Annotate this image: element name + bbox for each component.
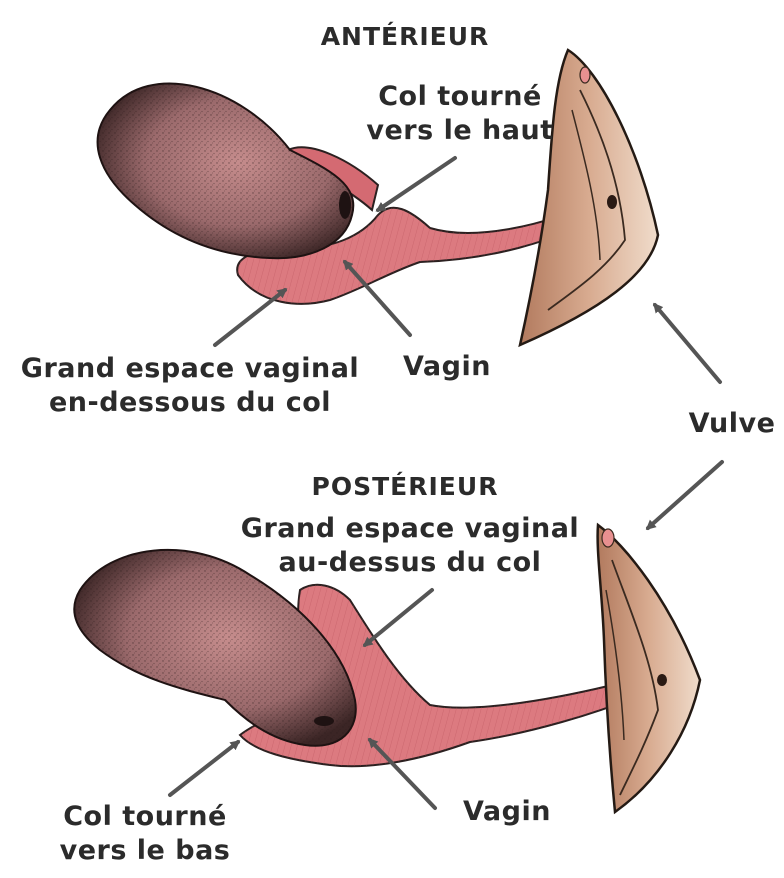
arrow-vulva-bottom <box>648 462 722 528</box>
arrow-vulva-top <box>655 305 720 382</box>
top-uterus <box>98 84 354 259</box>
top-cervix-os <box>339 191 351 219</box>
bottom-heading: POSTÉRIEUR <box>295 470 515 504</box>
bottom-vulva <box>598 525 700 812</box>
arrow-bottom-cervix <box>170 742 238 795</box>
top-cervix-label-line1: Col tourné <box>350 80 570 114</box>
bottom-cervix-label: Col tourné vers le bas <box>40 800 250 868</box>
top-vagina-label: Vagin <box>392 350 502 384</box>
arrow-bottom-space <box>365 590 432 645</box>
vulva-label: Vulve <box>680 407 784 441</box>
bottom-space-label: Grand espace vaginal au-dessus du col <box>220 512 600 580</box>
top-cervix-label: Col tourné vers le haut <box>350 80 570 148</box>
top-space-label-line1: Grand espace vaginal <box>0 352 380 386</box>
bottom-space-label-line2: au-dessus du col <box>220 546 600 580</box>
bottom-space-label-line1: Grand espace vaginal <box>220 512 600 546</box>
bottom-cervix-os <box>314 716 334 726</box>
top-space-label: Grand espace vaginal en-dessous du col <box>0 352 380 420</box>
top-space-label-line2: en-dessous du col <box>0 386 380 420</box>
bottom-vagina-label: Vagin <box>452 795 562 829</box>
arrow-top-cervix <box>378 158 455 210</box>
bottom-cervix-label-line1: Col tourné <box>40 800 250 834</box>
top-heading: ANTÉRIEUR <box>310 20 500 54</box>
arrow-top-space <box>215 290 285 345</box>
top-cervix-label-line2: vers le haut <box>350 114 570 148</box>
bottom-cervix-label-line2: vers le bas <box>40 834 250 868</box>
